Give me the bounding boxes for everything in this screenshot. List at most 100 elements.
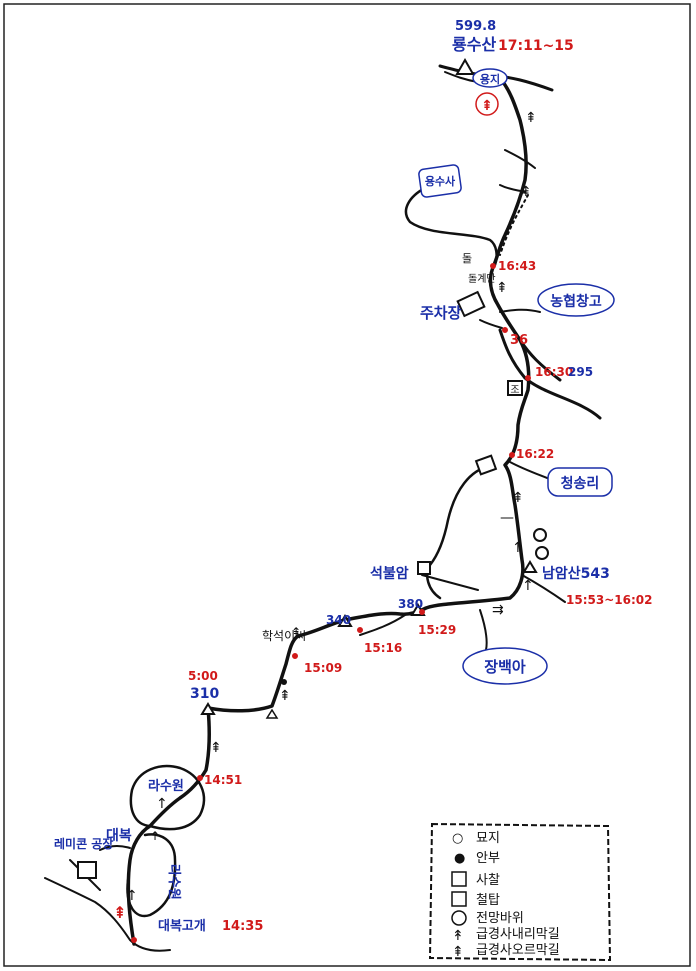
end-marker-icon bbox=[475, 92, 499, 116]
temple-icon bbox=[474, 454, 498, 476]
legend-label-viewpoint: 전망바위 bbox=[476, 911, 524, 926]
jangbaeka-trail bbox=[479, 609, 488, 651]
time-1622: 16:22 bbox=[516, 447, 554, 461]
up-arrow-icon: ↑ bbox=[522, 578, 534, 594]
legend-label-pylon: 철탑 bbox=[476, 893, 500, 908]
slope-arrow-icon: ⇞ bbox=[496, 280, 508, 296]
cheongsong-label: 청송리 bbox=[561, 476, 600, 492]
legend-symbol-saddle: ● bbox=[454, 851, 465, 866]
namam-label: 남암산543 bbox=[542, 565, 610, 582]
legend-label-temple: 사찰 bbox=[476, 873, 500, 888]
seokbulam-temple-icon bbox=[417, 561, 431, 575]
main-trail bbox=[126, 76, 531, 946]
yongsu-peak-name: 룡수산 bbox=[452, 35, 496, 54]
start-arrow-icon: ⇞ bbox=[113, 903, 126, 922]
point-340-label: 340 bbox=[326, 613, 351, 627]
waypoint-1509 bbox=[292, 653, 298, 659]
rasuwon-upper-label: 라수원 bbox=[148, 778, 184, 794]
peak-namam-triangle-icon bbox=[522, 560, 538, 573]
rasuwon-lower-loop bbox=[126, 833, 177, 918]
legend-label-saddle: 안부 bbox=[476, 851, 500, 866]
end-arrow-icon: ⇞ bbox=[481, 98, 493, 114]
pylon-icon bbox=[507, 380, 523, 396]
namam-branch bbox=[521, 574, 566, 603]
time-1630: 16:30 bbox=[535, 365, 573, 379]
page-border bbox=[3, 3, 691, 967]
branch-top-1 bbox=[504, 149, 536, 169]
rasuwon-loop bbox=[129, 764, 206, 831]
jangbaeka-label: 장백아 bbox=[484, 658, 526, 676]
point-380-label: 380 bbox=[398, 597, 423, 611]
legend-label-steep-down: 급경사내리막길 bbox=[476, 927, 560, 942]
summit-triangle-icon bbox=[455, 57, 475, 75]
slope-arrow-icon: ⇞ bbox=[291, 625, 301, 639]
peak-340-triangle-icon bbox=[337, 614, 353, 627]
stone-steps-label-2: 돌계단 bbox=[468, 273, 496, 285]
legend-symbol-grave: ○ bbox=[452, 831, 463, 846]
viewpoint-icon-1 bbox=[533, 528, 547, 542]
branch-top-2 bbox=[499, 184, 526, 193]
waypoint-1630 bbox=[525, 375, 531, 381]
time-1529: 15:29 bbox=[418, 623, 456, 637]
parking-lot-icon bbox=[456, 290, 486, 318]
grave-label-bubble bbox=[472, 68, 508, 88]
small-triangle-icon bbox=[265, 708, 279, 719]
yongsu-time: 17:11~15 bbox=[498, 38, 574, 54]
time-1451: 14:51 bbox=[204, 773, 242, 787]
legend-symbol-steep-down: ↟ bbox=[452, 928, 464, 944]
daebokgogae-label: 대복고개 bbox=[158, 919, 206, 934]
slope-arrow-icon: ⇞ bbox=[520, 184, 532, 200]
descending-branch bbox=[359, 614, 406, 636]
saddle-point bbox=[281, 679, 287, 685]
peak-310-triangle-icon bbox=[200, 702, 216, 715]
parking-link bbox=[479, 319, 503, 329]
nonghyeop-label-bubble bbox=[537, 283, 615, 317]
point-295-label: 295 bbox=[568, 365, 593, 379]
slope-arrow-icon: ⇉ bbox=[492, 602, 504, 618]
jangbaeka-label-bubble bbox=[462, 647, 548, 685]
legend-box bbox=[428, 822, 612, 962]
legend-symbol-pylon bbox=[451, 891, 467, 907]
remicon-label: 레미콘 공장 bbox=[54, 836, 113, 851]
slope-arrow-icon: ⇞ bbox=[525, 110, 537, 126]
waypoint-1622 bbox=[509, 452, 515, 458]
legend-symbol-steep-up: ⇞ bbox=[452, 944, 464, 960]
seokbulam-spur bbox=[421, 574, 479, 591]
time-500: 5:00 bbox=[188, 669, 218, 683]
waypoint-1451 bbox=[197, 775, 203, 781]
up-arrow-icon: ↑ bbox=[512, 540, 524, 556]
up-arrow-icon: ↑ bbox=[156, 796, 168, 812]
slope-arrow-icon: ⇞ bbox=[210, 740, 222, 756]
grave-label: 용지 bbox=[480, 72, 500, 86]
time-1516: 15:16 bbox=[364, 641, 402, 655]
waypoint-1435 bbox=[131, 937, 137, 943]
nonghyeop-label: 농협창고 bbox=[550, 293, 602, 310]
rasuwon-lower-label: 라수원 bbox=[166, 864, 182, 900]
pylon-glyph: 조 bbox=[510, 385, 519, 396]
yongsu-elevation: 599.8 bbox=[455, 19, 496, 34]
point-310-label: 310 bbox=[190, 686, 219, 702]
yongsusa-trail bbox=[404, 186, 498, 267]
viewpoint-icon-2 bbox=[535, 546, 549, 560]
waypoint-36 bbox=[502, 327, 508, 333]
cross-marker-icon: — bbox=[500, 510, 514, 526]
slope-arrow-icon: ⇞ bbox=[279, 688, 291, 704]
cheongsong-trail bbox=[509, 461, 553, 481]
seokbulam-loop bbox=[426, 464, 492, 600]
legend: ○ 묘지 ● 안부 사찰 철탑 전망바위 ↟ 급경사내리막길 ⇞ 급경사오르막길 bbox=[451, 831, 560, 960]
legend-label-steep-up: 급경사오르막길 bbox=[476, 943, 560, 958]
point-36-label: 36 bbox=[510, 333, 528, 348]
up-arrow-icon: ↑ bbox=[126, 888, 138, 904]
yongsusa-label-box bbox=[418, 164, 462, 198]
stone-steps-label: 돌 bbox=[462, 252, 472, 265]
time-1643: 16:43 bbox=[498, 259, 536, 273]
legend-symbol-temple bbox=[451, 871, 467, 887]
waypoint-1529 bbox=[419, 609, 425, 615]
namam-time: 15:53~16:02 bbox=[566, 593, 652, 607]
slope-arrow-icon: ⇞ bbox=[512, 490, 524, 506]
bottom-road-mid bbox=[99, 844, 131, 851]
time-1435: 14:35 bbox=[222, 919, 263, 934]
cheongsong-label-box bbox=[547, 467, 613, 497]
waypoint-1643 bbox=[490, 263, 496, 269]
